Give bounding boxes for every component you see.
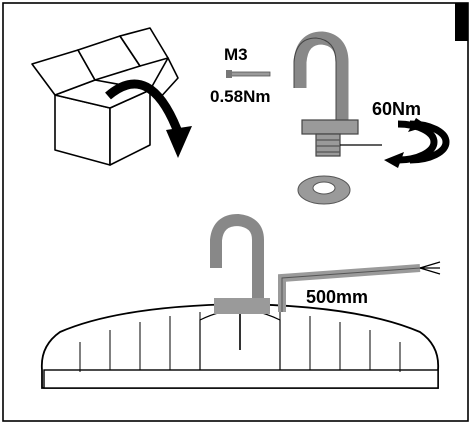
screw-torque-label: 0.58Nm <box>210 87 271 106</box>
corner-mark <box>455 3 468 41</box>
screw-icon <box>226 70 271 78</box>
hook-icon <box>293 31 382 157</box>
screw-size-label: M3 <box>224 45 248 64</box>
rotate-down-arrow-icon <box>105 79 192 158</box>
cable-icon <box>278 261 441 312</box>
open-box-icon <box>31 27 179 166</box>
diagram-frame <box>2 2 469 422</box>
washer-icon <box>297 175 351 205</box>
torque-rotation-icon <box>384 118 450 168</box>
hook-torque-label: 60Nm <box>372 99 422 119</box>
cable-length-label: 500mm <box>306 287 369 307</box>
highbay-fixture-icon <box>40 213 440 389</box>
